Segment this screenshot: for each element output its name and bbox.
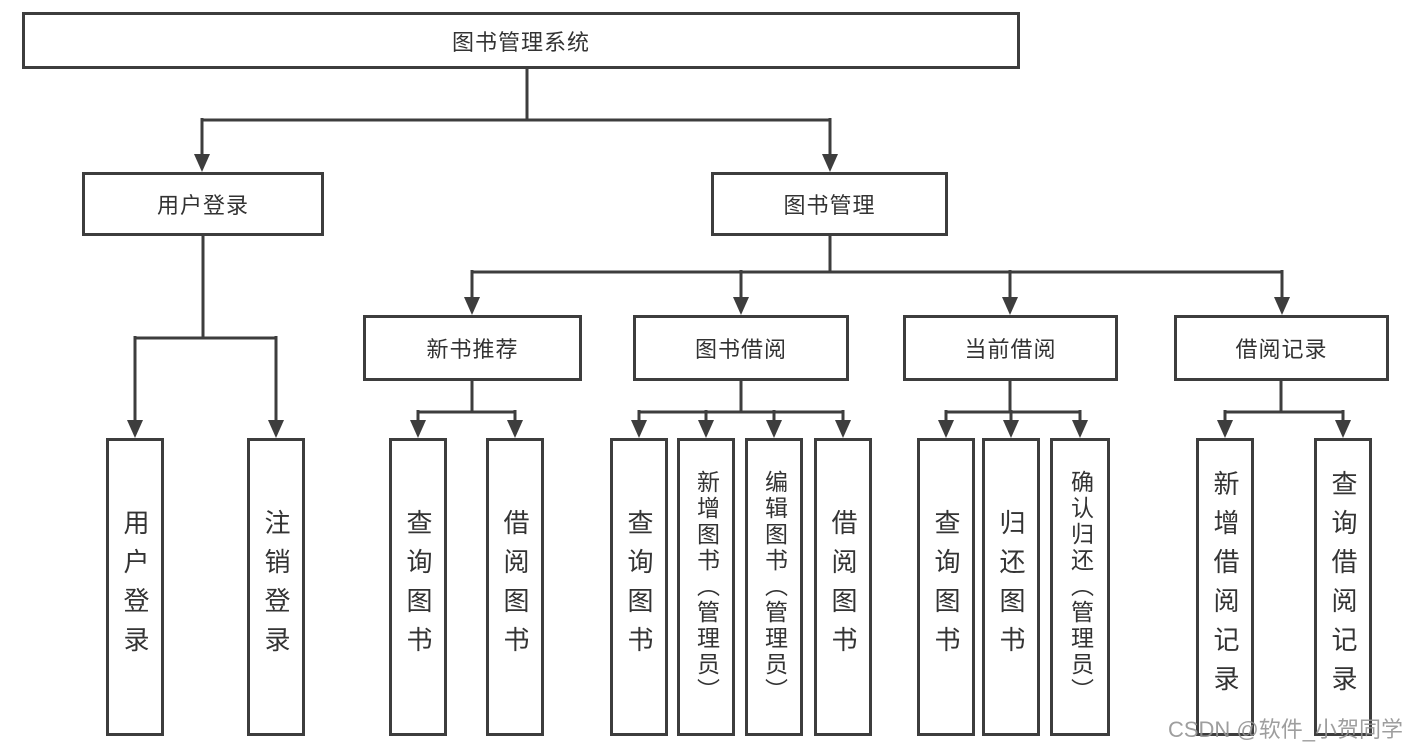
leaf-add-book-admin-label: 新增图书（管理员） (693, 470, 720, 704)
connector-borrowing-records (1223, 381, 1345, 422)
node-library-management-system: 图书管理系统 (22, 12, 1020, 69)
leaf-borrow-books-borrowing: 借阅图书 (814, 438, 872, 736)
leaf-query-books-current-label: 查询图书 (931, 509, 961, 665)
node-book-borrowing-label: 图书借阅 (694, 337, 787, 362)
node-book-management-label: 图书管理 (783, 193, 876, 218)
leaf-edit-book-admin-label: 编辑图书（管理员） (761, 470, 788, 704)
node-borrowing-records: 借阅记录 (1174, 315, 1389, 381)
node-new-book-recommendation-label: 新书推荐 (426, 337, 519, 362)
leaf-query-books-borrowing: 查询图书 (610, 438, 668, 736)
connector-user-login (133, 236, 278, 422)
node-book-management: 图书管理 (711, 172, 948, 236)
leaf-return-books-label: 归还图书 (996, 509, 1026, 665)
csdn-watermark: CSDN @软件_小贺同学 (1167, 717, 1403, 742)
connector-current-borrowing (944, 381, 1082, 422)
leaf-confirm-return-admin: 确认归还（管理员） (1050, 438, 1110, 736)
arrowheads (127, 154, 1351, 438)
node-new-book-recommendation: 新书推荐 (363, 315, 582, 381)
leaf-borrow-books-recommend-label: 借阅图书 (500, 509, 530, 665)
node-current-borrowing: 当前借阅 (903, 315, 1118, 381)
leaf-logout: 注销登录 (247, 438, 305, 736)
leaf-query-borrow-record-label: 查询借阅记录 (1328, 470, 1358, 704)
leaf-add-borrow-record: 新增借阅记录 (1196, 438, 1254, 736)
leaf-return-books: 归还图书 (982, 438, 1040, 736)
leaf-user-login: 用户登录 (106, 438, 164, 736)
connector-new-book-recommendation (416, 381, 517, 422)
leaf-query-books-borrowing-label: 查询图书 (624, 509, 654, 665)
leaf-query-borrow-record: 查询借阅记录 (1314, 438, 1372, 736)
leaf-borrow-books-borrowing-label: 借阅图书 (828, 509, 858, 665)
node-book-borrowing: 图书借阅 (633, 315, 849, 381)
leaf-confirm-return-admin-label: 确认归还（管理员） (1067, 470, 1094, 704)
connector-root (200, 69, 832, 156)
node-user-login: 用户登录 (82, 172, 324, 236)
node-current-borrowing-label: 当前借阅 (964, 337, 1057, 362)
leaf-add-borrow-record-label: 新增借阅记录 (1210, 470, 1240, 704)
node-borrowing-records-label: 借阅记录 (1235, 337, 1328, 362)
node-user-login-label: 用户登录 (156, 193, 249, 218)
leaf-user-login-label: 用户登录 (120, 509, 150, 665)
node-library-management-system-label: 图书管理系统 (451, 29, 590, 55)
connector-book-management (470, 236, 1284, 299)
leaf-edit-book-admin: 编辑图书（管理员） (745, 438, 803, 736)
connector-book-borrowing (637, 381, 845, 422)
leaf-query-books-recommend: 查询图书 (389, 438, 447, 736)
leaf-add-book-admin: 新增图书（管理员） (677, 438, 735, 736)
leaf-borrow-books-recommend: 借阅图书 (486, 438, 544, 736)
leaf-logout-label: 注销登录 (261, 509, 291, 665)
leaf-query-books-recommend-label: 查询图书 (403, 509, 433, 665)
leaf-query-books-current: 查询图书 (917, 438, 975, 736)
